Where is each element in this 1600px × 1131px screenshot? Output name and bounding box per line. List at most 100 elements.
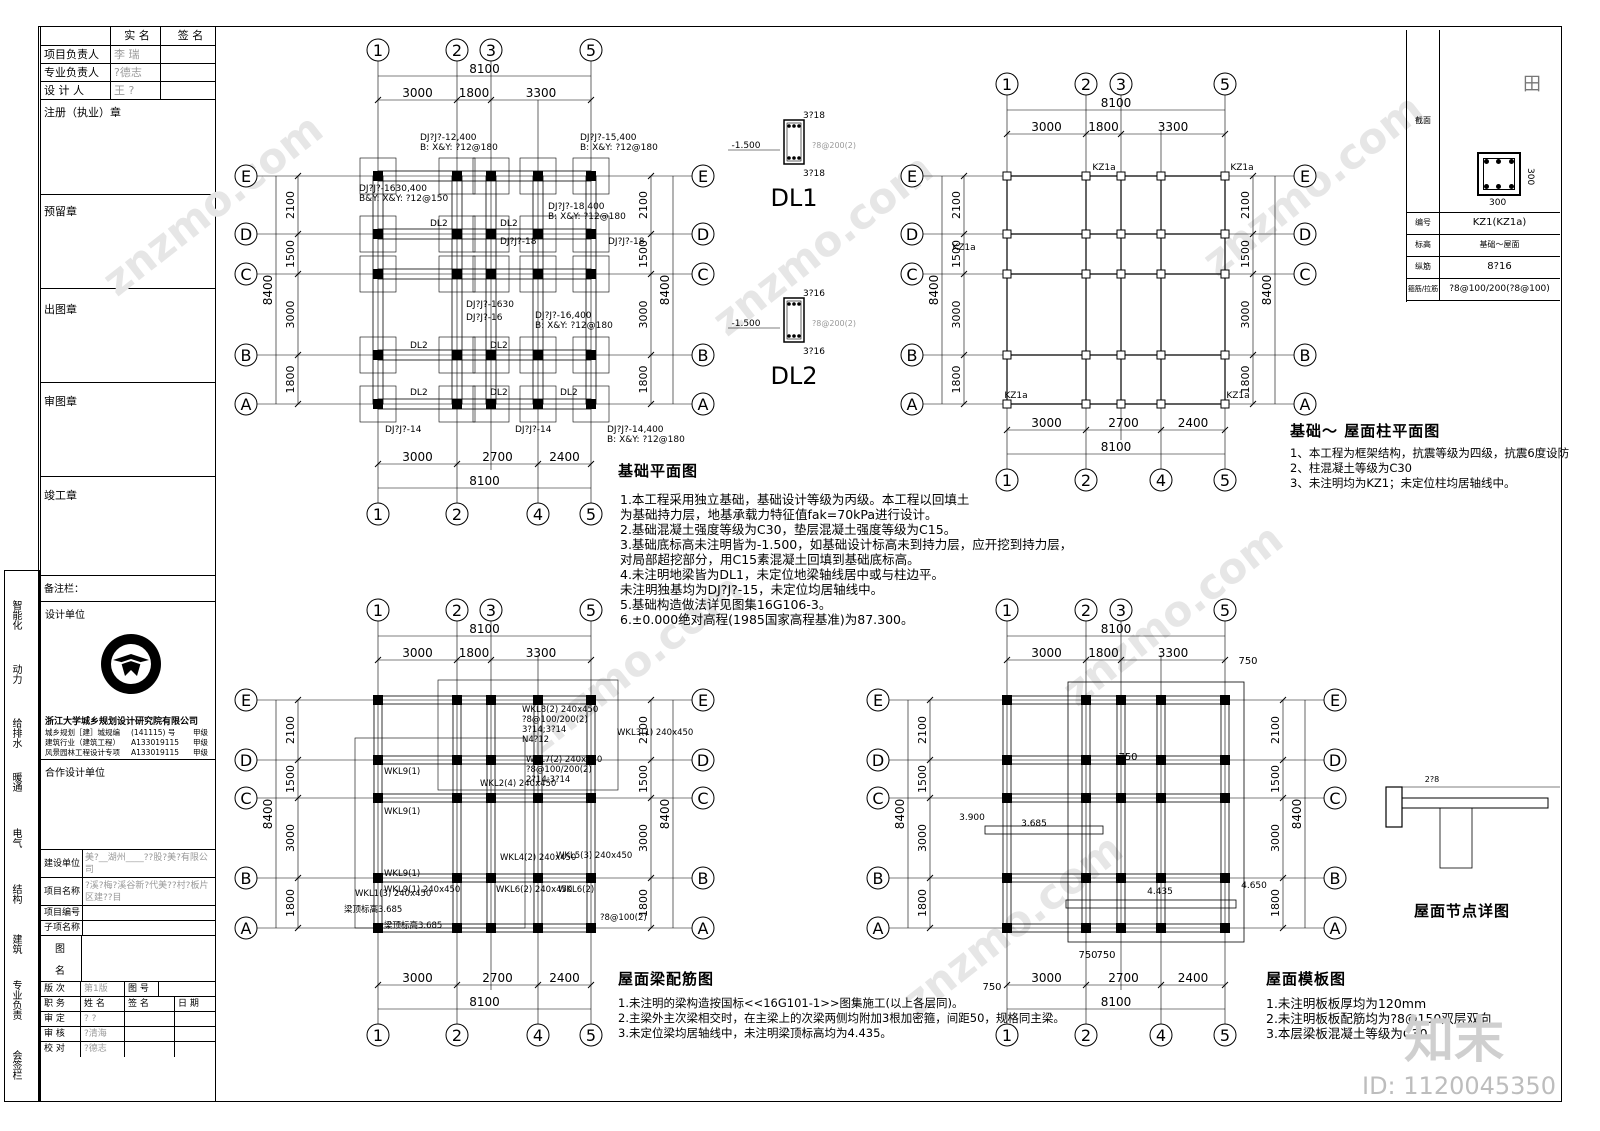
column-kz1 — [1220, 269, 1230, 279]
axis-bubble — [1109, 598, 1133, 622]
elevation-label: -1.500 — [731, 141, 760, 151]
axis-bubble — [234, 786, 258, 810]
note-line: 1.未注明板板厚均为120mm — [1266, 996, 1427, 1011]
column-kz1 — [1220, 171, 1230, 181]
axis-bubble — [691, 916, 715, 940]
beam-label: WKL9(1) — [384, 767, 420, 777]
column — [586, 229, 596, 239]
brand-logo: 知末 — [1404, 1011, 1504, 1069]
dimension-text: 8100 — [1101, 622, 1132, 636]
axis-label: 3 — [1116, 75, 1126, 94]
column-kz1 — [1002, 229, 1012, 239]
row-value: 8?16 — [1487, 261, 1512, 272]
dimension-tick — [1157, 426, 1165, 434]
dl2-section — [783, 297, 805, 343]
column — [1002, 873, 1012, 883]
column-kz1 — [1002, 399, 1012, 409]
axis-label: 1 — [373, 601, 383, 620]
axis-label: 2 — [1081, 75, 1091, 94]
axis-label: 1 — [1002, 1026, 1012, 1045]
axis-label: E — [241, 167, 251, 186]
stamp-label: 预留章 — [44, 205, 77, 218]
beam-outline — [354, 737, 526, 929]
axis-label: 4 — [533, 505, 543, 524]
dimension-text: 750 — [1118, 752, 1137, 763]
dimension-text: 2100 — [284, 191, 297, 219]
dimension-text: 1800 — [284, 889, 297, 917]
dimension-text: 8100 — [1101, 995, 1132, 1009]
detail-beam — [1385, 786, 1403, 828]
client-value: 美?__湖州____??股?美?有限公司 — [85, 853, 208, 875]
axis-bubble — [866, 688, 890, 712]
axis-label: 2 — [1081, 601, 1091, 620]
note-line: 为基础持力层，地基承载力特征值fak=70kPa进行设计。 — [620, 507, 938, 522]
dimension-tick — [1003, 130, 1011, 138]
dimension-tick — [647, 874, 655, 882]
axis-label: B — [1330, 869, 1341, 888]
axis-label: 2 — [452, 601, 462, 620]
axis-bubble — [866, 786, 890, 810]
axis-bubble — [1323, 916, 1347, 940]
axis-label: D — [697, 751, 709, 770]
axis-bubble — [579, 598, 603, 622]
dimension-text: 3000 — [1031, 120, 1062, 134]
dimension-tick — [587, 96, 595, 104]
row-designer: 设 计 人 王 ? — [41, 82, 215, 100]
section-height: 300 — [1525, 168, 1535, 186]
dimension-text: 2700 — [1108, 971, 1139, 985]
dimension-text: 3000 — [284, 824, 297, 852]
dimension-text: 8400 — [658, 799, 672, 830]
note-line: 对局部超挖部分，用C15素混凝土回填到基础底标高。 — [620, 552, 920, 567]
axis-bubble — [1213, 468, 1237, 492]
axis-label: 5 — [1220, 471, 1230, 490]
project-no-row: 项目编号 — [41, 906, 215, 921]
column — [1002, 793, 1012, 803]
dimension-text: 1500 — [637, 240, 650, 268]
note-line: 1.本工程采用独立基础，基础设计等级为丙级。本工程以回填土 — [620, 492, 970, 507]
dimension-text: 8400 — [893, 799, 907, 830]
column — [452, 269, 462, 279]
axis-bubble — [1323, 748, 1347, 772]
axis-label: 4 — [533, 1026, 543, 1045]
rebar-label: 3?16 — [803, 289, 825, 299]
axis-bubble — [995, 72, 1019, 96]
foundation-label: DJ?J?-14 — [385, 425, 422, 435]
beam-label: 梁顶标高3.685 — [344, 904, 402, 915]
dimension-tick — [1082, 426, 1090, 434]
column-tag: KZ1a — [1230, 163, 1253, 173]
footing — [438, 157, 476, 195]
axis-bubble — [1323, 866, 1347, 890]
dimension-tick — [960, 400, 968, 408]
axis-bubble — [445, 502, 469, 526]
dimension-text: 2100 — [916, 716, 929, 744]
footing — [438, 336, 476, 374]
note-line: 未注明独基均为DJ?J?-15，未定位均居轴线中。 — [620, 582, 884, 597]
column — [452, 350, 462, 360]
person-name: 王 ? — [111, 82, 161, 99]
dimension-tick — [1003, 981, 1011, 989]
axis-bubble — [1213, 1023, 1237, 1047]
dimension-tick — [587, 460, 595, 468]
dimension-text: 8100 — [469, 474, 500, 488]
foundation-label: DL2 — [490, 341, 508, 351]
note-line: 2.未注明板板配筋均为?8@150双层双向 — [1266, 1011, 1492, 1026]
signer-row: 审 核 ?清海 — [41, 1027, 215, 1042]
axis-label: 3 — [486, 41, 496, 60]
axis-bubble — [234, 343, 258, 367]
dimension-text: 2100 — [284, 716, 297, 744]
column — [452, 793, 462, 803]
discipline-label: 专业负责 — [10, 980, 21, 1020]
row-label: 标高 — [1407, 234, 1440, 256]
elevation-label: -1.500 — [731, 319, 760, 329]
stamp-registration: 注册（执业）章 — [41, 100, 215, 194]
foundation-label: DL2 — [410, 388, 428, 398]
axis-bubble — [234, 748, 258, 772]
dimension-tick — [647, 696, 655, 704]
dimension-text: 750 — [982, 982, 1001, 993]
subitem-label: 子项名称 — [41, 921, 83, 935]
dimension-tick — [1117, 656, 1125, 664]
column — [586, 923, 596, 933]
column — [373, 793, 383, 803]
axis-label: 5 — [586, 601, 596, 620]
